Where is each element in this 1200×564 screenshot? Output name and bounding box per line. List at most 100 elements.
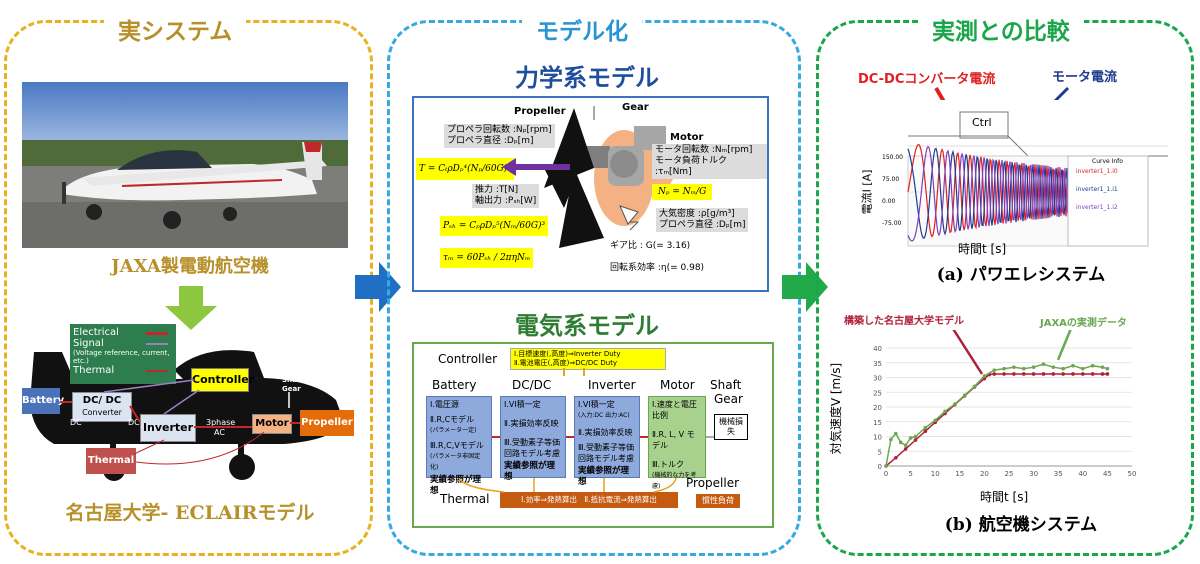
data-point-0 <box>1090 372 1095 376</box>
label-gear: Gear <box>282 385 301 393</box>
data-point-1 <box>903 443 908 448</box>
eclair-connections <box>60 379 300 465</box>
efficiency-text: 回転系効率 :η(= 0.98) <box>610 263 705 273</box>
ctrl-line-1: Ⅰ.目標速度(,高度)⇒Inverter Duty <box>514 350 621 358</box>
ytick-1: 75.00 <box>882 176 900 183</box>
x-tick-label: 35 <box>1054 470 1063 478</box>
y-tick-label: 15 <box>873 419 882 427</box>
legend-electrical-line <box>146 332 168 335</box>
y-tick-label: 35 <box>873 360 882 368</box>
col-inverter: Inverter <box>588 378 636 392</box>
col-motor: Motor <box>660 378 695 392</box>
np-formula: Nₚ = Nₘ/G <box>652 184 713 200</box>
legend-signal-line <box>146 343 168 345</box>
legend-signal: Signal <box>73 338 104 349</box>
data-point-1 <box>889 437 893 442</box>
block-thermal: Thermal <box>86 448 136 474</box>
x-tick-label: 25 <box>1005 470 1014 478</box>
motor-l1: Ⅰ.速度と電圧比例 <box>652 400 697 420</box>
eclair-model-diagram: Electrical Signal (Voltage reference, cu… <box>14 322 359 487</box>
thrust-formula: T = CₜρDₚ⁴(Nₚ/60G)² <box>416 158 514 180</box>
curve-info-title: Curve Info <box>1092 158 1123 165</box>
label-dc-2: DC <box>128 418 140 427</box>
data-point-0 <box>1100 372 1105 376</box>
x-tick-label: 45 <box>1103 470 1112 478</box>
legend-signal-note: (Voltage reference, current, etc.) <box>73 349 170 365</box>
ctrl-label: Ctrl <box>972 116 992 129</box>
data-point-1 <box>992 368 997 372</box>
mech-title: 力学系モデル <box>515 64 659 92</box>
label-ac: AC <box>214 428 225 437</box>
data-point-1 <box>1105 366 1110 371</box>
series-label-nagoya: 構築した名古屋大学モデル <box>844 316 964 327</box>
motor-l2: Ⅱ.R, L, V モデル <box>652 430 695 450</box>
battery-l3n: (パラメータ非固定化) <box>430 453 481 471</box>
motor-params-box: モータ回転数 :Nₘ[rpm] モータ負荷トルク :τₘ[Nm] <box>652 144 767 179</box>
inverter-l1n: (入力:DC 出力:AC) <box>578 412 630 419</box>
motor-l3n: (機械的な力を考慮) <box>652 472 697 490</box>
mech-model-box: Propeller Gear Motor プロペラ回転数 :Nₚ[rpm] プロ… <box>412 96 769 292</box>
panel-title-modeling: モデル化 <box>522 18 642 46</box>
inverter-l2: Ⅱ.実損効率反映 <box>578 428 633 437</box>
dcdc-l2: Ⅱ.実損効率反映 <box>504 419 559 428</box>
data-point-0 <box>1105 372 1110 376</box>
motor-torque-text: モータ負荷トルク :τₘ[Nm] <box>655 156 728 177</box>
data-point-0 <box>903 447 908 451</box>
power-out-text: 軸出力 :Pₛₕ[W] <box>475 196 537 206</box>
elec-propeller-label: Propeller <box>686 476 740 490</box>
series-label-jaxa: JAXAの実測データ <box>1040 318 1127 329</box>
battery-l3: Ⅲ.R,C,Vモデル <box>430 441 484 450</box>
y-tick-label: 25 <box>873 389 882 397</box>
ytick-2: 0.00 <box>882 198 896 205</box>
data-point-1 <box>1071 363 1075 368</box>
data-point-1 <box>1061 366 1065 371</box>
caption-b: (b) 航空機システム <box>944 515 1098 535</box>
data-point-1 <box>953 402 957 406</box>
y-tick-label: 0 <box>878 463 882 471</box>
ytick-3: -75.00 <box>882 220 902 227</box>
caption-a: (a) パワエレシステム <box>936 265 1106 285</box>
battery-l2n: (パラメータ一定) <box>430 427 477 434</box>
curve-info-2: inverter1_1.i2 <box>1076 204 1118 211</box>
data-point-0 <box>1031 372 1036 376</box>
speed-ylabel: 対気速度V [m/s] <box>829 362 844 455</box>
dcdc-bold: 実績参照が理想 <box>504 461 556 482</box>
data-point-1 <box>1100 365 1105 369</box>
thermal-bar: Ⅰ.効率⇒発熱算出 Ⅱ.抵抗電流⇒発熱算出 <box>500 492 678 508</box>
data-point-1 <box>972 384 977 389</box>
y-tick-label: 10 <box>873 434 882 442</box>
aircraft-photo <box>22 82 348 248</box>
y-tick-label: 20 <box>873 404 882 412</box>
block-dcdc: DC/ DC Converter <box>72 392 132 422</box>
speed-xlabel: 時間t [s] <box>980 490 1029 504</box>
nagoya-pointer-icon <box>952 330 984 375</box>
x-tick-label: 10 <box>931 470 940 478</box>
data-point-1 <box>908 436 913 440</box>
x-tick-label: 50 <box>1128 470 1137 478</box>
down-arrow-icon <box>165 286 217 330</box>
loss-box: 機械損失 <box>714 414 748 440</box>
motor-block: Ⅰ.速度と電圧比例 Ⅱ.R, L, V モデル Ⅲ.トルク (機械的な力を考慮) <box>648 396 706 490</box>
thrust-arrow-icon <box>502 158 570 176</box>
label-3phase: 3phase <box>206 418 236 427</box>
aircraft-caption: JAXA製電動航空機 <box>111 256 269 277</box>
dcdc-l1: Ⅰ.VI積一定 <box>504 400 541 409</box>
col-battery: Battery <box>432 378 477 392</box>
data-point-0 <box>992 372 997 376</box>
current-xlabel: 時間t [s] <box>958 242 1007 256</box>
battery-l2: Ⅱ.R,Cモデル <box>430 415 475 424</box>
current-ylabel: 電流I [A] <box>860 169 874 215</box>
motor-current-label: モータ電流 <box>1052 70 1118 85</box>
block-battery: Battery <box>22 388 64 414</box>
x-tick-label: 20 <box>980 470 989 478</box>
jaxa-pointer-icon <box>1056 330 1072 361</box>
block-inverter: Inverter <box>140 414 196 442</box>
data-point-0 <box>1021 372 1026 376</box>
label-gear: Gear <box>622 102 649 113</box>
data-point-1 <box>1051 365 1056 369</box>
elec-connections <box>458 368 714 493</box>
elec-model-box: Controller Ⅰ.目標速度(,高度)⇒Inverter Duty Ⅱ.電… <box>412 342 774 528</box>
air-box: 大気密度 :ρ[g/m³] プロペラ直径 :Dₚ[m] <box>656 208 749 232</box>
x-tick-label: 40 <box>1078 470 1087 478</box>
